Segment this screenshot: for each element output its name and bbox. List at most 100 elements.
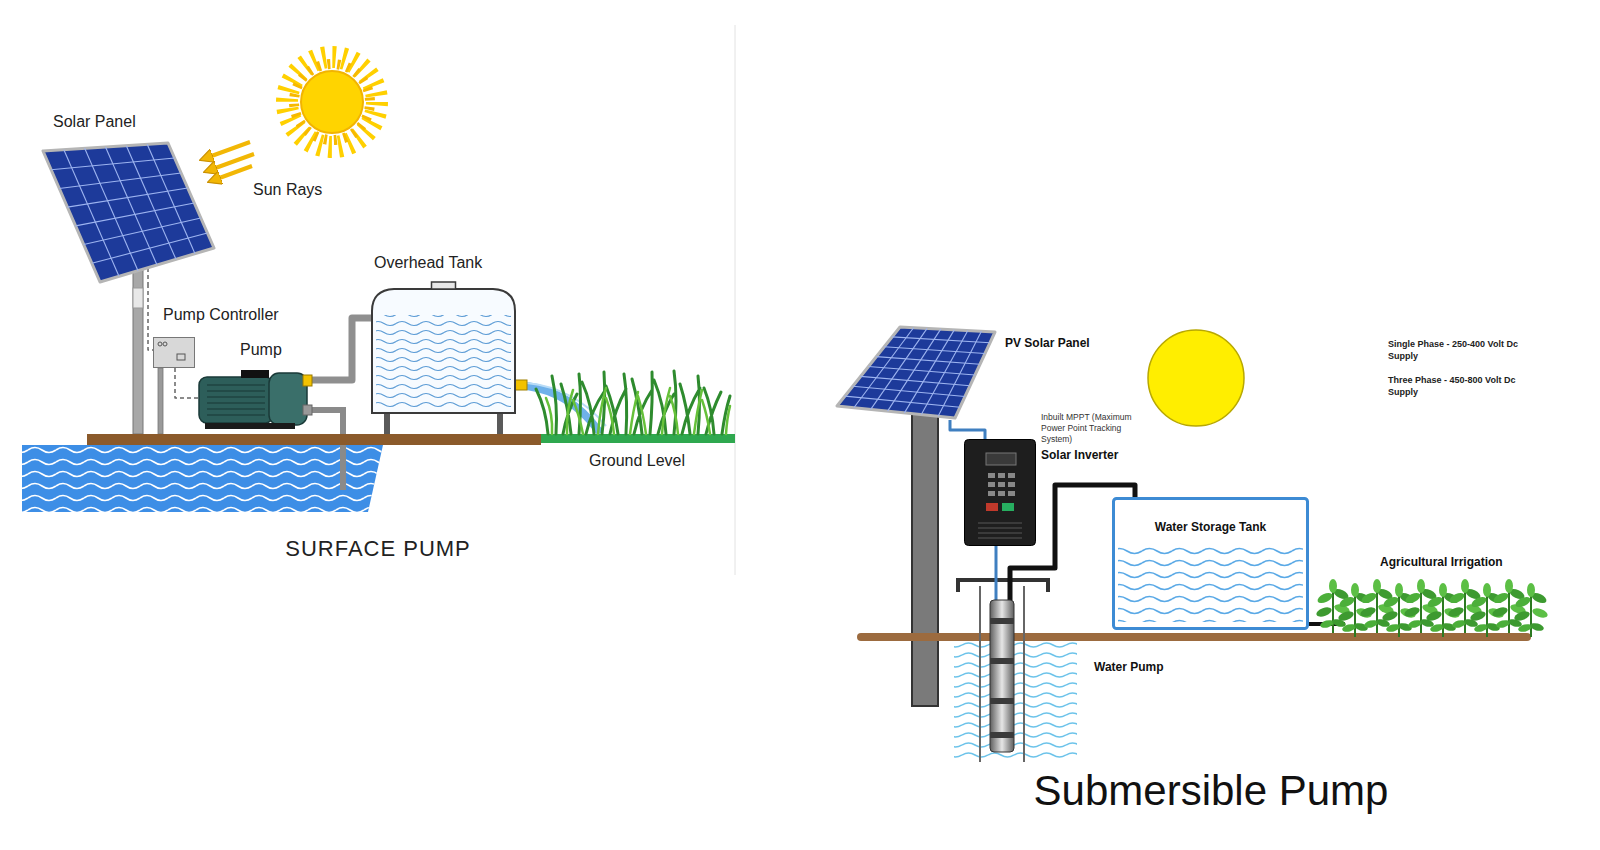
panel-cell-line: [84, 218, 201, 245]
part-label: Solar Inverter: [1041, 448, 1118, 462]
pump-band: [990, 698, 1014, 704]
pump-band: [990, 658, 1014, 664]
motor-fin: [207, 384, 265, 386]
inverter-display: [986, 453, 1016, 465]
motor-fin: [207, 396, 265, 398]
ground-label: Ground Level: [589, 452, 685, 470]
motor-fin: [207, 402, 265, 404]
well-casing: [979, 586, 981, 762]
panel-cell-line: [64, 150, 119, 277]
panel-pole: [912, 405, 938, 706]
part-label: Water Pump: [1094, 660, 1164, 674]
keypad-button: [998, 482, 1005, 487]
tank-leg: [497, 411, 503, 434]
pump-band: [990, 732, 1014, 738]
sun-ray-arrows: [206, 142, 254, 180]
tank-leg: [384, 411, 390, 434]
vent-slot: [978, 532, 1022, 534]
part-label: Overhead Tank: [374, 254, 482, 272]
tank-water: [1118, 543, 1303, 622]
tank-label: Water Storage Tank: [1155, 520, 1266, 534]
keypad-button: [998, 473, 1005, 478]
outlet-coupling: [303, 375, 312, 386]
switch: [177, 354, 185, 360]
keypad-button: [988, 473, 995, 478]
sun-ray-arrow: [214, 166, 252, 180]
pump-controller-outline: [153, 337, 195, 368]
panel-cell-line: [869, 367, 976, 376]
panel-cell-line: [85, 148, 138, 270]
solar-panel: Solar Panel: [40, 142, 216, 284]
panel-cell-line: [853, 386, 965, 396]
panel-cell-line: [59, 173, 181, 188]
grass: [546, 388, 730, 434]
text-slot: Water Pump: [1094, 657, 1164, 675]
text-slot: Single Phase - 250-400 Volt Dc Supply: [1388, 338, 1538, 362]
motor-fin: [207, 390, 265, 392]
sun-disc: [301, 71, 363, 133]
keypad-button: [1008, 473, 1015, 478]
water-storage-tank-outline: [1112, 497, 1309, 630]
text-slot: Three Phase - 450-800 Volt Dc Supply: [1388, 374, 1538, 398]
water-source: [22, 445, 383, 512]
pump-cable: [995, 546, 998, 600]
text-slot: Submersible Pump: [951, 766, 1471, 816]
text-slot: PV Solar Panel: [1005, 333, 1090, 351]
sun-rays-ring: [294, 64, 370, 140]
submersible-pump: Water Pump: [988, 600, 1016, 752]
solar-inverter-outline: [964, 439, 1036, 546]
panel-pole: [133, 255, 143, 434]
submersible-pump-drawing: [990, 600, 1014, 752]
panel-cell-line: [67, 188, 187, 207]
text-slot: Pump: [240, 341, 282, 359]
tank-lid: [432, 282, 456, 289]
note-text: Three Phase - 450-800 Volt Dc Supply: [1388, 374, 1538, 398]
groundwater-waves: [954, 641, 1077, 762]
pv-solar-panel-drawing: [837, 327, 995, 418]
tank-water: [376, 315, 511, 409]
keypad-button: [988, 482, 995, 487]
text-slot: Pump Controller: [163, 306, 279, 324]
panel-cell-line: [51, 158, 174, 170]
panel-face: [43, 143, 214, 282]
suction-pipe: [312, 410, 343, 490]
panel-cell-line: [106, 147, 158, 265]
solar-panel-drawing: [43, 143, 214, 282]
tank-body: [1114, 499, 1308, 629]
control-wire: [175, 368, 199, 398]
overhead-tank-drawing: [372, 282, 515, 413]
sun-rays-ring: [287, 57, 377, 147]
water-storage-tank-drawing: [1114, 499, 1308, 629]
text-slot: Overhead Tank: [374, 254, 482, 272]
ground: [87, 434, 541, 445]
tank-stand: [384, 411, 503, 434]
part-label: Solar Panel: [53, 113, 136, 131]
sun: [1148, 330, 1244, 426]
overhead-tank: Overhead Tank: [372, 283, 515, 413]
vent-slot: [978, 537, 1022, 539]
text-slot: Sun Rays: [253, 181, 322, 199]
pv-solar-panel: PV Solar Panel: [836, 326, 1000, 420]
grass: [536, 371, 730, 434]
motor-top-bar: [241, 370, 269, 378]
sun-ray-arrow: [206, 142, 250, 158]
surface-pump: Pump: [199, 367, 312, 429]
suction-port: [303, 405, 312, 415]
panel-cell-line: [92, 233, 208, 263]
part-label: Pump: [240, 341, 282, 359]
pump-controller-drawing: [154, 338, 195, 368]
solar-inverter: Inbuilt MPPT (Maximum Power Point Tracki…: [964, 439, 1036, 546]
run-button: [1002, 503, 1014, 511]
well-cap: [958, 580, 1048, 592]
ground: [857, 633, 1531, 641]
indicator: [158, 342, 162, 346]
tank-body: [372, 289, 515, 413]
text-slot: SURFACE PUMP: [218, 536, 538, 562]
text-slot: Solar Inverter: [1041, 445, 1118, 463]
panel-wire: [147, 268, 149, 284]
panel-cell-line: [884, 347, 985, 354]
submersible-pump-outline: [988, 600, 1016, 752]
caption-text: Submersible Pump: [951, 766, 1471, 816]
